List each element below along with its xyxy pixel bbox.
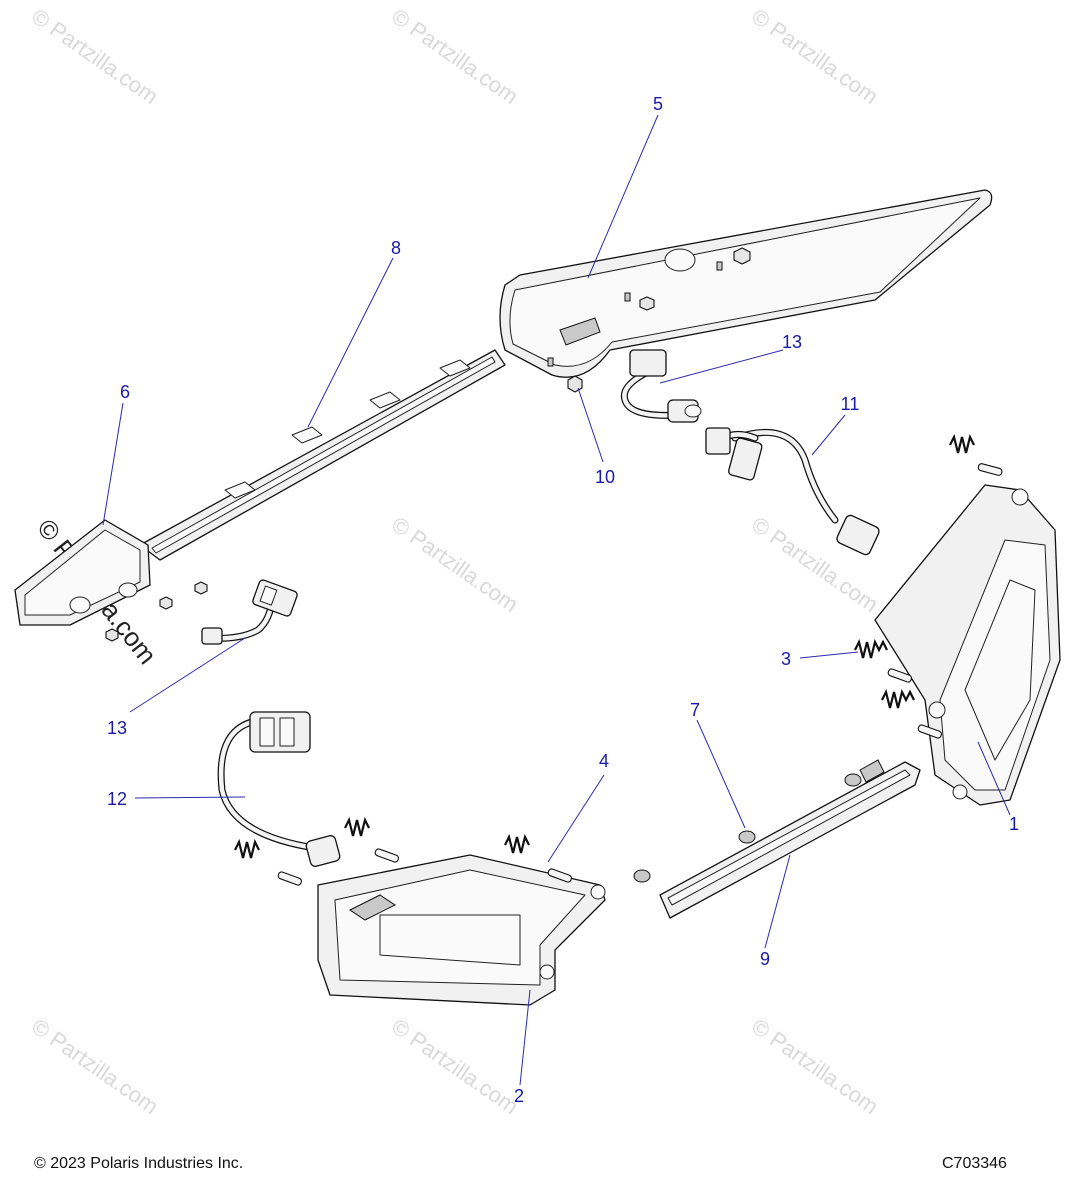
callout-5: 5: [653, 94, 663, 114]
watermark: © Partzilla.com: [747, 1014, 883, 1120]
callout-1: 1: [1009, 814, 1019, 834]
callout-3: 3: [781, 649, 791, 669]
callout-7: 7: [690, 700, 700, 720]
callout-12: 12: [107, 789, 127, 809]
callout-8: 8: [391, 238, 401, 258]
part-6-end-light: [14, 519, 208, 642]
part-1-headlight-right: [874, 484, 1061, 806]
watermark: © Partzilla.com: [27, 1014, 163, 1120]
watermark: © Partzilla.com: [387, 1014, 523, 1120]
copyright-notice: © 2023 Polaris Industries Inc.: [34, 1155, 244, 1172]
callout-2: 2: [514, 1086, 524, 1106]
watermark: © Partzilla.com: [387, 4, 523, 110]
watermark: © Partzilla.com: [747, 4, 883, 110]
callout-labels: 5 8 6 13 10 11 13 3 7 1 4 12 9 2: [107, 94, 1019, 1106]
figure-code: C703346: [942, 1155, 1007, 1172]
callout-9: 9: [760, 949, 770, 969]
part-3-springs: [234, 433, 975, 859]
part-10-nut: [567, 375, 583, 393]
callout-11: 11: [841, 394, 860, 414]
part-8-strip-light: [139, 349, 506, 561]
watermark: © Partzilla.com: [387, 512, 523, 618]
part-5-trim-light: [499, 189, 993, 378]
part-12-harness: [217, 711, 341, 867]
callout-10: 10: [595, 467, 615, 487]
watermark: © Partzilla.com: [27, 4, 163, 110]
part-2-headlight-left: [317, 854, 606, 1006]
callout-13: 13: [782, 332, 802, 352]
part-13-harness-left: [201, 579, 298, 645]
part-9-bar-light: [659, 759, 921, 919]
part-4-pins: [277, 463, 1003, 886]
part-11-harness: [705, 427, 880, 556]
callout-13: 13: [107, 718, 127, 738]
part-13-harness-upper: [620, 349, 702, 423]
callout-6: 6: [120, 382, 130, 402]
leader-lines: [102, 114, 1011, 1086]
part-7-grommet: [633, 773, 862, 883]
callout-4: 4: [599, 751, 609, 771]
